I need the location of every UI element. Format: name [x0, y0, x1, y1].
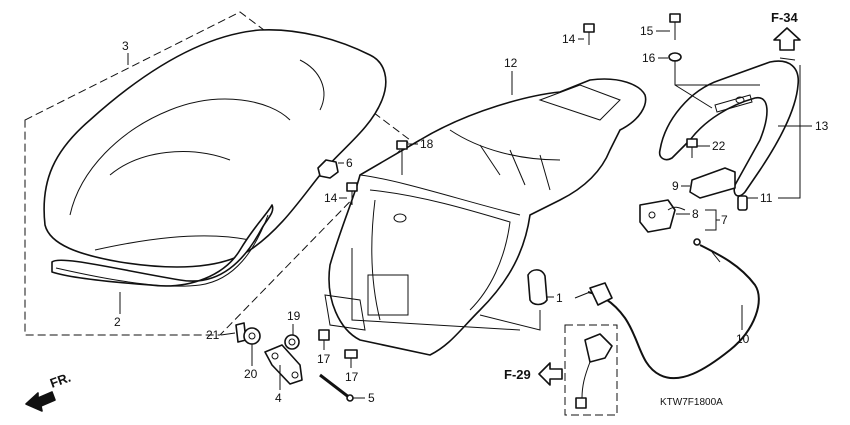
callout-21: 21 [206, 328, 220, 342]
collar-11 [737, 195, 748, 211]
latch-assembly [639, 199, 686, 233]
callout-17-b: 17 [345, 370, 359, 384]
callout-11: 11 [760, 191, 773, 205]
nut [317, 159, 339, 179]
seat [43, 28, 387, 268]
collar-19 [284, 334, 300, 350]
callout-18: 18 [420, 137, 434, 151]
callout-7: 7 [721, 213, 728, 227]
seat-lock-sensor [575, 333, 613, 409]
callout-20: 20 [244, 367, 258, 381]
clip-17b [344, 349, 358, 359]
callout-4: 4 [275, 391, 282, 405]
callout-9: 9 [672, 179, 679, 193]
callout-16: 16 [642, 51, 656, 65]
hinge-4 [264, 344, 303, 385]
seat-lock-cable [587, 238, 760, 380]
bolt [396, 140, 408, 175]
callout-14-left: 14 [324, 191, 338, 205]
callout-5: 5 [368, 391, 375, 405]
ref-f29[interactable]: F-29 [504, 367, 531, 382]
sensor-group-box [564, 324, 618, 416]
ref-f34[interactable]: F-34 [771, 10, 799, 25]
callout-3: 3 [122, 39, 129, 53]
bracket [689, 167, 736, 199]
latch-cover [527, 269, 548, 306]
front-direction-arrow [25, 391, 56, 412]
seat-group-outline [24, 11, 411, 336]
clip-17a [318, 329, 330, 341]
callout-15: 15 [640, 24, 654, 38]
diagram-code: KTW7F1800A [660, 397, 723, 408]
callout-13: 13 [815, 119, 829, 133]
ref-arrow-left[interactable] [538, 362, 563, 386]
callout-6: 6 [346, 156, 353, 170]
callout-10: 10 [736, 332, 750, 346]
seat-lock-actuator [574, 282, 613, 306]
luggage-box [324, 78, 647, 356]
grommet-20 [243, 327, 261, 345]
front-direction-label: FR. [48, 370, 73, 391]
callout-17-a: 17 [317, 352, 331, 366]
callout-1: 1 [556, 291, 563, 305]
ref-arrow-up[interactable] [773, 27, 801, 51]
callout-14-top: 14 [562, 32, 576, 46]
washer-16 [668, 52, 682, 62]
bolt-15 [669, 13, 681, 40]
callout-12: 12 [504, 56, 518, 70]
bolt [583, 23, 595, 45]
callout-22: 22 [712, 139, 726, 153]
callout-19: 19 [287, 309, 301, 323]
seat-gasket [51, 204, 274, 287]
bolt-22 [686, 138, 698, 158]
callout-8: 8 [692, 207, 699, 221]
bolt [346, 182, 358, 205]
callout-2: 2 [114, 315, 121, 329]
